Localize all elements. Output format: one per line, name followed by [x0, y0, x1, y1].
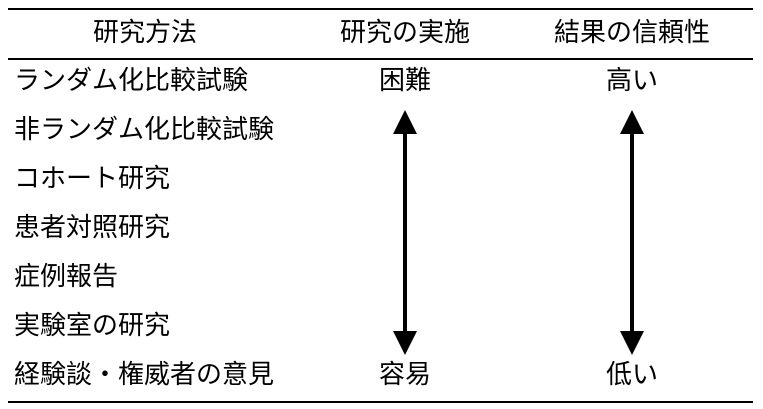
row-label-laboratory: 実験室の研究 [14, 311, 171, 341]
row-label-rct: ランダム化比較試験 [14, 66, 249, 96]
implementation-double-arrow-icon [393, 110, 417, 355]
implementation-difficult-label: 困難 [378, 66, 432, 96]
header-implementation: 研究の実施 [339, 18, 471, 48]
header-bottom-rule [8, 58, 753, 60]
header-reliability: 結果の信頼性 [553, 18, 711, 48]
row-label-non-rct: 非ランダム化比較試験 [14, 115, 275, 145]
implementation-easy-label: 容易 [378, 360, 432, 390]
row-label-expert-opinion: 経験談・権威者の意見 [14, 360, 275, 390]
row-label-case-report: 症例報告 [14, 262, 119, 292]
header-research-method: 研究方法 [92, 18, 198, 48]
row-label-case-control: 患者対照研究 [14, 213, 171, 243]
table-top-rule [8, 8, 753, 10]
row-label-cohort: コホート研究 [14, 164, 171, 194]
reliability-double-arrow-icon [620, 110, 644, 355]
reliability-low-label: 低い [605, 360, 659, 390]
table-bottom-rule [8, 401, 753, 403]
reliability-high-label: 高い [605, 66, 659, 96]
